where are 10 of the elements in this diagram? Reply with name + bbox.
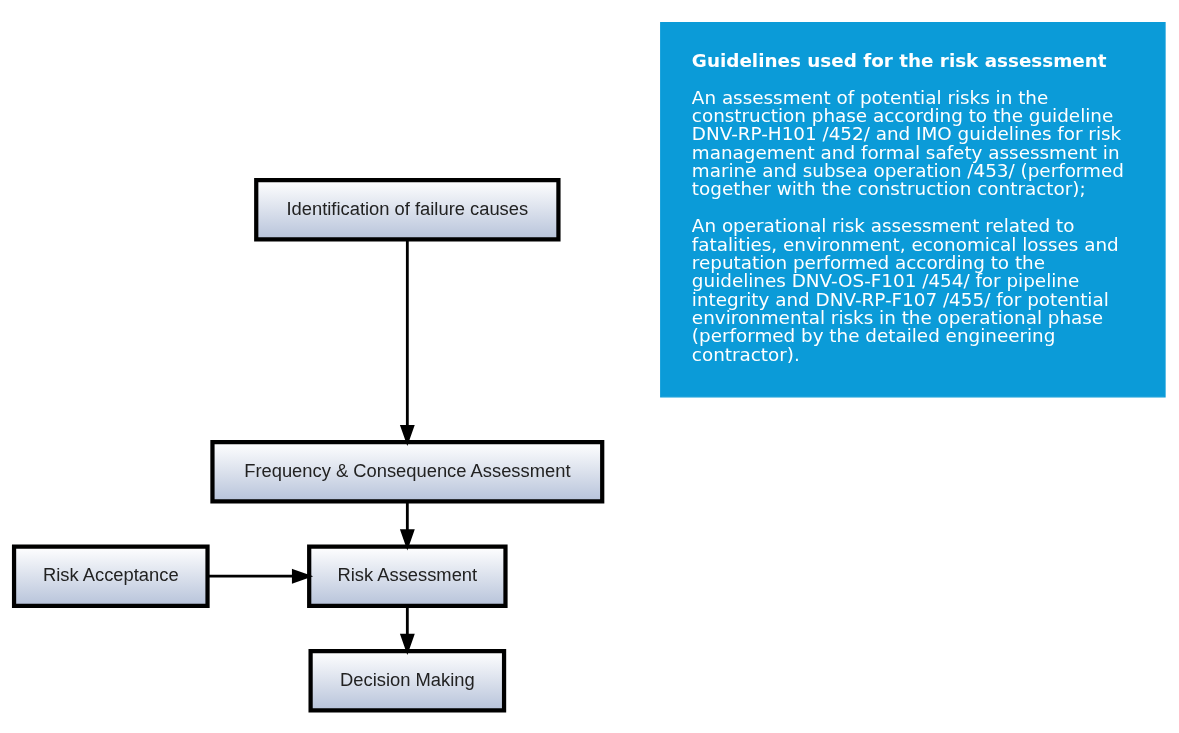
node-box: Guidelines used for the risk assessment An assessment of potential risks in the construction phase according to the guideline DNV-RP-H101 /452/ and IMO guidelines for risk management and formal safety assessment in marine and subsea operation /453/ (performed together with the construction contractor); An operational risk assessment related to fatalities, environment, economical losses and reputation performed according to the guidelines DNV-OS-F101 /454/ for pipeline integrity and DNV-RP-F107 /455/ for potential environmental risks in the operational phase (performed by the detailed engineering contractor).: [660, 21, 1166, 398]
node-box: Risk Assessment: [307, 544, 508, 608]
node-box: Identification of failure causes: [254, 178, 561, 242]
arrow: [399, 501, 415, 551]
node-box: Frequency & Consequence Assessment: [210, 439, 605, 504]
node-box: Decision Making: [308, 648, 507, 713]
arrow: [208, 568, 314, 584]
arrow: [399, 605, 415, 656]
node-box: Risk Acceptance: [11, 544, 210, 608]
arrow: [399, 239, 415, 447]
